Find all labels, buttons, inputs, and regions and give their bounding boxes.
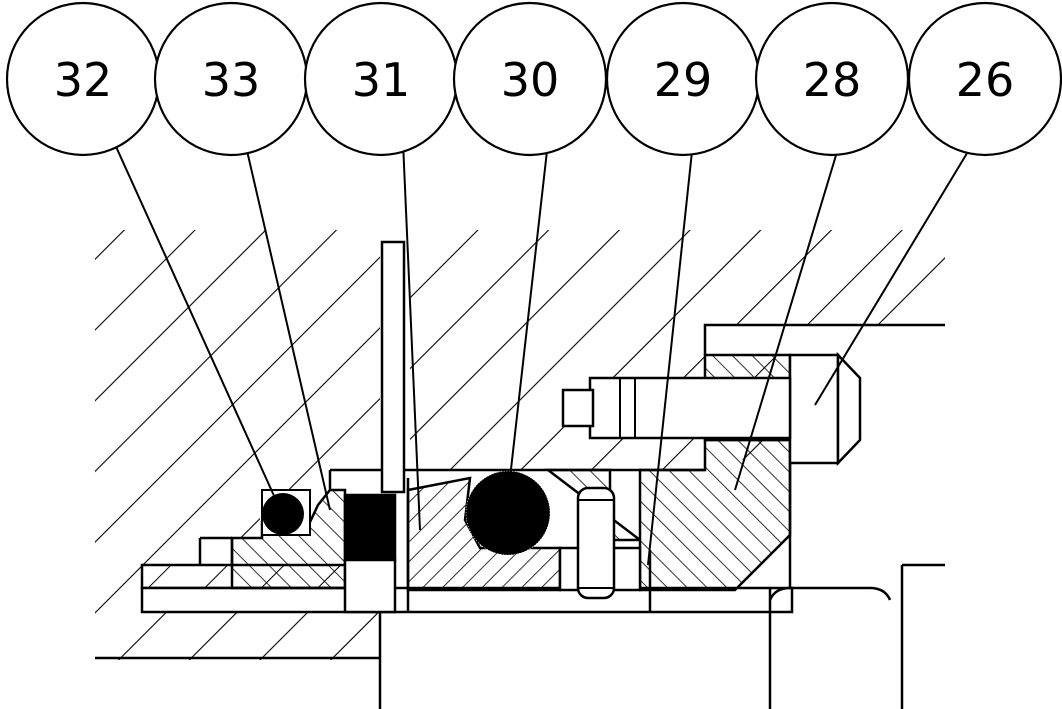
bolt-part-26 [561, 351, 862, 467]
leader-lines [112, 139, 976, 566]
balloon-label-28: 28 [803, 53, 862, 107]
shaft-right [768, 463, 945, 709]
balloon-label-30: 30 [501, 53, 560, 107]
balloons: 32 33 31 30 29 28 26 [5, 1, 1062, 157]
balloon-label-26: 26 [956, 53, 1015, 107]
leader-32 [112, 139, 276, 499]
spring-part-30 [465, 470, 551, 556]
balloon-label-31: 31 [352, 53, 411, 107]
balloon-label-33: 33 [202, 53, 261, 107]
pin-part-29 [576, 486, 652, 612]
o-ring-part-32 [261, 489, 311, 536]
balloon-26 [907, 1, 1062, 157]
balloon-label-32: 32 [54, 53, 113, 107]
leader-28 [734, 141, 841, 491]
leader-31 [402, 141, 421, 531]
balloon-label-29: 29 [654, 53, 713, 107]
leader-26 [814, 139, 976, 406]
leader-29 [647, 141, 694, 566]
leader-30 [509, 141, 549, 479]
guide-rod [380, 240, 406, 494]
leader-33 [244, 141, 331, 511]
seal-ring-part-31 [343, 493, 397, 614]
